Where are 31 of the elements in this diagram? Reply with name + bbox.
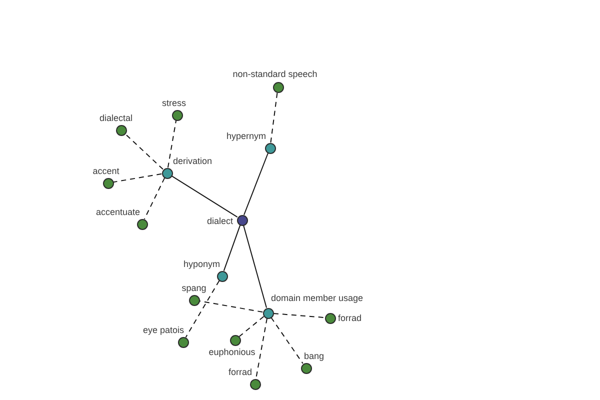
dashed-connector-line	[270, 317, 304, 364]
node-label: forrad	[228, 367, 252, 377]
node-label: dialect	[206, 216, 233, 226]
node-label: hyponym	[183, 259, 220, 269]
node-label: domain member usage	[271, 293, 364, 303]
node-label: eye patois	[142, 325, 184, 335]
dashed-connector-line	[124, 133, 164, 170]
node-label: stress	[162, 98, 186, 108]
node-label: accent	[92, 166, 120, 176]
node-label: spang	[182, 283, 206, 293]
connector-line	[223, 224, 241, 272]
node-label: euphonious	[208, 347, 256, 357]
connector-line	[171, 175, 238, 218]
connector-line	[244, 152, 268, 216]
dashed-connector-line	[185, 280, 220, 338]
dashed-connector-line	[198, 300, 264, 313]
dashed-connector-line	[167, 120, 177, 168]
dashed-connector-line	[144, 177, 166, 220]
dashed-connector-line	[238, 316, 264, 338]
dashed-connector-line	[272, 312, 326, 318]
dashed-connector-line	[112, 173, 162, 183]
connector-line	[242, 224, 268, 308]
node-label: forrad	[338, 313, 362, 323]
node-label: bang	[304, 351, 324, 361]
node-label: accentuate	[96, 207, 140, 217]
dashed-connector-line	[256, 318, 268, 380]
node-label: non-standard speech	[232, 69, 318, 79]
node-label: dialectal	[99, 113, 133, 123]
dashed-connector-line	[270, 92, 278, 144]
node-label: hypernym	[226, 131, 266, 141]
node-label: derivation	[173, 156, 212, 166]
